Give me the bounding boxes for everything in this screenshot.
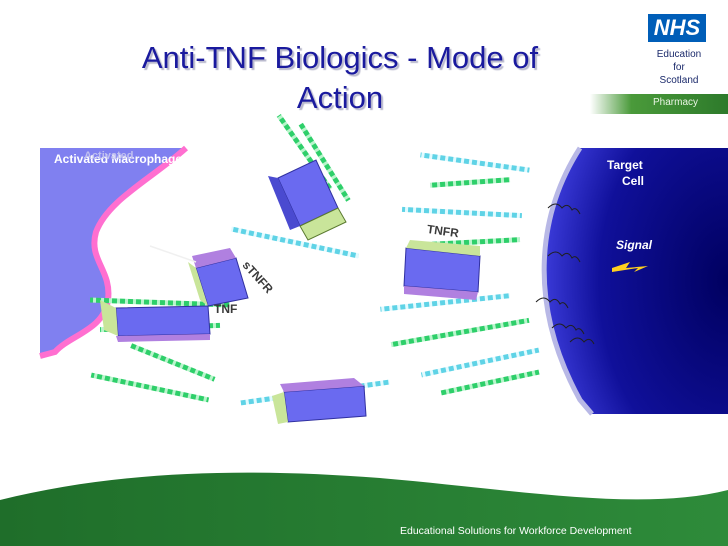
logo-line-education: Education — [656, 49, 702, 60]
tnf-molecule-membrane — [100, 300, 211, 342]
tnf-molecule-receptor — [403, 240, 481, 300]
target-cell-label-line1: Target — [607, 158, 643, 172]
footer-band — [0, 472, 728, 546]
title-line-2: Action — [296, 80, 384, 115]
macrophage-overlay-label: Activated — [84, 150, 134, 162]
title-line-1: Anti-TNF Biologics - Mode of — [141, 40, 539, 75]
section-bar: Pharmacy — [590, 94, 728, 114]
logo-line-for: for — [673, 62, 685, 73]
target-cell — [544, 148, 728, 414]
macrophage-membrane — [39, 145, 188, 359]
signal-label: Signal — [616, 238, 653, 252]
tnf-label: TNF — [214, 302, 238, 316]
nhs-logo-mark: NHS — [648, 14, 706, 42]
nhs-logo-subtitle: Education for Scotland — [640, 48, 718, 87]
logo-line-scotland: Scotland — [659, 75, 699, 86]
tnf-molecule-top — [268, 159, 347, 241]
tnf-molecule-bottom — [272, 378, 367, 424]
target-cell-membrane — [541, 146, 594, 416]
tnf-molecule-mid — [188, 248, 249, 307]
macrophage-cell — [40, 148, 186, 356]
receptor-coils — [535, 203, 595, 345]
footer-text: Educational Solutions for Workforce Deve… — [400, 525, 632, 537]
signal-arrow — [612, 262, 648, 272]
section-label: Pharmacy — [652, 97, 698, 108]
slide-title: Anti-TNF Biologics - Mode of Action — [60, 38, 620, 118]
macrophage-label: Activated Macrophage — [54, 152, 183, 166]
nhs-logo: NHS Education for Scotland — [640, 14, 720, 98]
label-pointer — [149, 245, 197, 263]
target-cell-label-line2: Cell — [622, 174, 645, 188]
